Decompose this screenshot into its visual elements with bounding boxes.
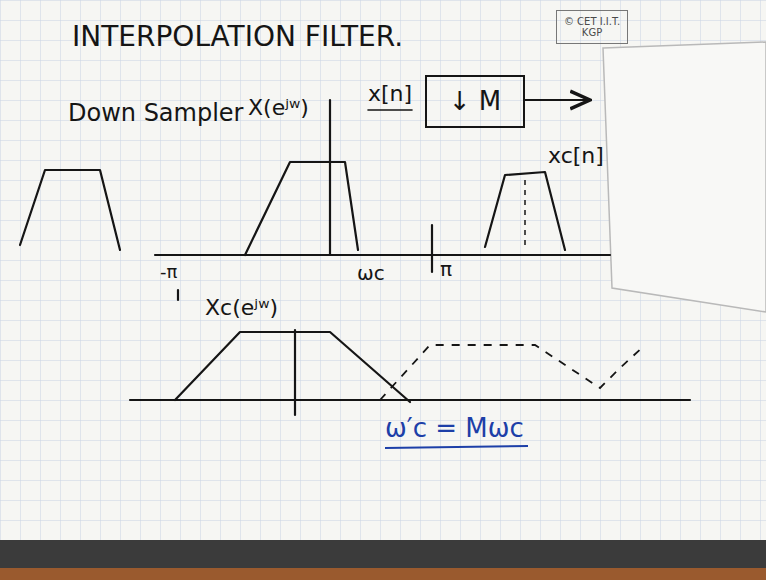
spectrum [245,162,358,255]
sketch-label: ω′c = Mωc [385,414,524,443]
output-arrow [525,99,590,101]
sketch-label: Down Sampler [68,100,244,126]
desk [0,568,766,580]
magnitude-axis [294,330,296,415]
sketch-label: X(eʲʷ) [248,96,309,120]
pi-tick [431,225,433,272]
node-text: ↓ M [449,87,501,116]
watermark-box: © CET I.I.T. KGP [556,10,628,44]
sketch-label: x[n] [368,82,412,106]
spectrum [485,172,565,250]
frequency-axis [155,254,610,256]
graph-grid [0,0,766,540]
shifted-spectrum [380,345,645,400]
sketch-label: xc[n] [548,144,604,168]
sketch-label: ωc [357,262,385,284]
stretched-spectrum [175,332,410,402]
underline [385,446,528,448]
downsampler-box: ↓ M [425,75,525,128]
node-text: © CET I.I.T. KGP [562,16,622,38]
sketch-label: π [440,258,452,280]
tick [177,290,179,300]
center-line [524,180,526,250]
desk-edge [0,540,766,580]
underline [368,109,412,111]
spectrum-copy [20,170,120,250]
sketch-label: Xc(eʲʷ) [205,296,278,320]
magnitude-axis [329,100,331,255]
paper [0,0,766,540]
page-title: INTERPOLATION FILTER. [72,22,403,53]
second-sheet [603,42,766,312]
sketch-label: -π [160,262,177,282]
